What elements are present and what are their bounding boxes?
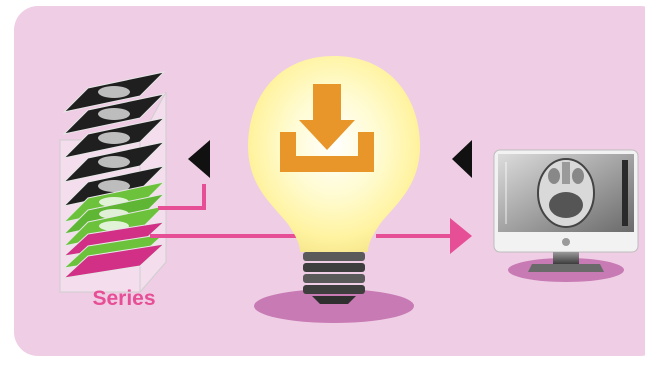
ct-scan-detail (572, 168, 584, 184)
download-arrow-shaft (313, 84, 341, 124)
bulb-base-ring (303, 285, 365, 294)
series-label: Series (88, 287, 160, 311)
pointer-triangle-right (452, 140, 472, 178)
ct-scan-detail (548, 168, 560, 184)
bulb-base-ring (303, 252, 365, 261)
monitor-stand-foot (528, 264, 604, 272)
arrowhead-right (450, 218, 472, 254)
bulb-base-ring (303, 274, 365, 283)
monitor-stand-neck (553, 252, 579, 264)
monitor-icon (494, 150, 638, 282)
monitor-logo (562, 238, 570, 246)
bulb-shadow (254, 289, 414, 323)
screen-scale-bar (622, 160, 628, 226)
ct-scan-cavity (549, 192, 583, 218)
ct-scan-detail (562, 162, 570, 184)
pointer-triangle-left (188, 140, 210, 178)
image-series-stack-icon (60, 72, 166, 292)
bulb-base-ring (303, 263, 365, 272)
